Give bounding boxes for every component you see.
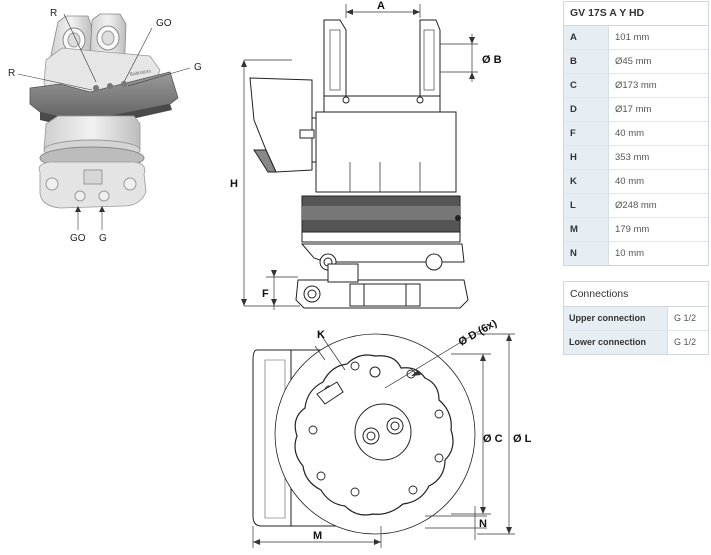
spec-key: F [564, 122, 609, 145]
spec-key: M [564, 218, 609, 241]
spec-row: L Ø248 mm [564, 194, 708, 218]
bottom-view-drawing: K Ø D (6x) Ø C Ø L N M [252, 320, 532, 548]
spec-value: Ø17 mm [615, 104, 652, 115]
spec-value: Ø248 mm [615, 200, 657, 211]
spec-value: 179 mm [615, 224, 650, 235]
iso-label-go-bottom: GO [70, 233, 86, 244]
dim-label-k: K [317, 329, 325, 341]
spec-row: D Ø17 mm [564, 98, 708, 122]
spec-value: Ø173 mm [615, 80, 657, 91]
iso-label-go-top: GO [156, 18, 172, 29]
spec-value: 10 mm [615, 248, 645, 259]
dim-label-l: Ø L [513, 433, 532, 445]
dim-label-n: N [479, 518, 487, 530]
connection-row: Lower connection G 1/2 [564, 331, 708, 354]
connections-table: Connections Upper connection G 1/2 Lower … [563, 281, 709, 355]
spec-key: D [564, 98, 609, 121]
spec-table-title: GV 17S A Y HD [564, 2, 708, 26]
side-view-drawing: A Ø B H F [230, 0, 502, 310]
spec-key: K [564, 170, 609, 193]
spec-value: Ø45 mm [615, 56, 652, 67]
dim-label-a: A [377, 0, 385, 12]
spec-table: GV 17S A Y HD A 101 mm B Ø45 mm C Ø173 mm D… [563, 1, 709, 266]
spec-key: L [564, 194, 609, 217]
spec-value: 353 mm [615, 152, 650, 163]
connection-row: Upper connection G 1/2 [564, 307, 708, 331]
iso-label-g-right: G [194, 62, 202, 73]
iso-label-g-bottom: G [99, 233, 107, 244]
spec-value: 40 mm [615, 176, 645, 187]
spec-row: B Ø45 mm [564, 50, 708, 74]
dim-label-b: Ø B [482, 54, 502, 66]
connections-table-title: Connections [564, 282, 708, 307]
connection-value: G 1/2 [674, 313, 697, 323]
spec-row: M 179 mm [564, 218, 708, 242]
dim-label-m: M [313, 530, 322, 542]
isometric-rotator-drawing: Baltrotors R GO R G GO G [8, 8, 202, 244]
spec-row: N 10 mm [564, 242, 708, 265]
spec-key: A [564, 26, 609, 49]
iso-label-r-top: R [50, 8, 57, 19]
dim-label-h: H [230, 178, 238, 190]
spec-row: F 40 mm [564, 122, 708, 146]
connection-key: Lower connection [564, 331, 668, 354]
spec-row: H 353 mm [564, 146, 708, 170]
spec-value: 40 mm [615, 128, 645, 139]
iso-label-r-left: R [8, 68, 15, 79]
spec-row: K 40 mm [564, 170, 708, 194]
spec-key: B [564, 50, 609, 73]
spec-row: A 101 mm [564, 26, 708, 50]
brand-text: Baltrotors [129, 68, 152, 78]
spec-key: N [564, 242, 609, 265]
spec-key: H [564, 146, 609, 169]
dim-label-f: F [262, 288, 269, 300]
spec-row: C Ø173 mm [564, 74, 708, 98]
connection-key: Upper connection [564, 307, 668, 330]
connection-value: G 1/2 [674, 337, 697, 347]
spec-key: C [564, 74, 609, 97]
spec-value: 101 mm [615, 32, 650, 43]
dim-label-c: Ø C [483, 433, 503, 445]
